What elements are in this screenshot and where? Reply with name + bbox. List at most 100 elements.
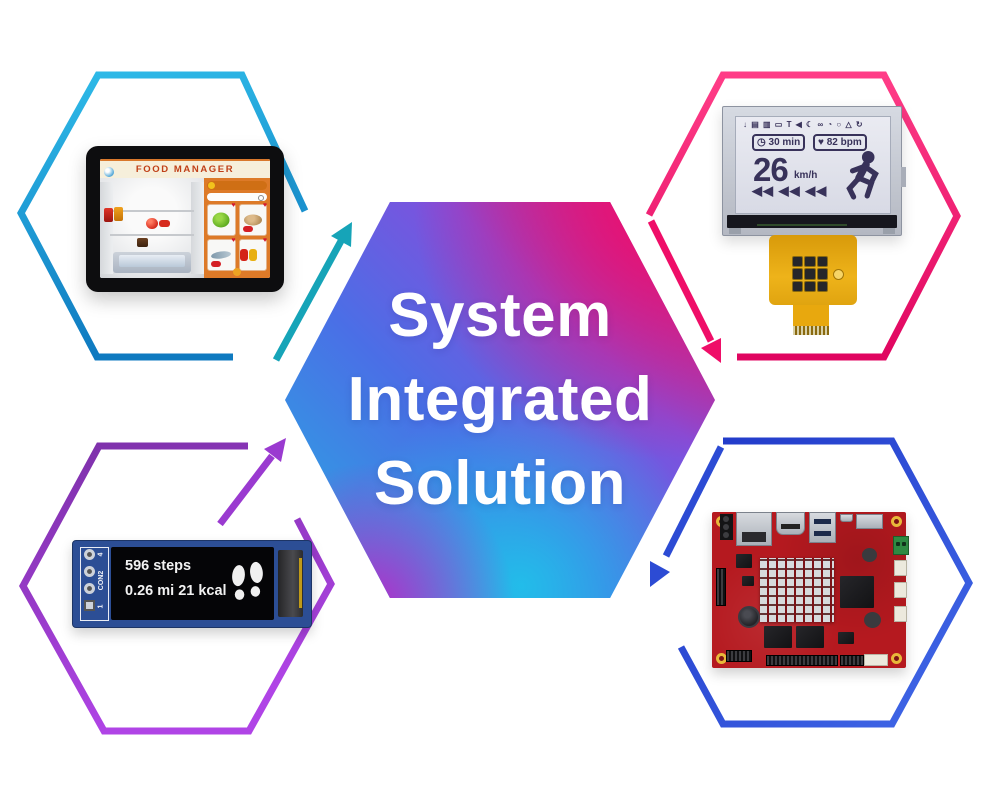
red-can — [104, 208, 113, 222]
center-title-line-1: System — [388, 281, 612, 350]
heart-icon: ♥ — [818, 137, 824, 148]
food-manager-side-panel: ♥ ♥ ♥ — [204, 178, 270, 278]
favorite-icon: ♥ — [231, 237, 236, 244]
usb-port — [809, 512, 836, 543]
gpio-header-left — [716, 568, 726, 606]
mounting-hole — [716, 653, 727, 664]
backup-battery — [738, 606, 760, 628]
bread-image — [243, 214, 262, 226]
tomato-tag — [159, 220, 170, 227]
heart-rate-value: 82 bpm — [826, 137, 862, 148]
connector-fingers — [793, 326, 829, 335]
pedometer-oled-module: 4 CON2 1 596 steps 0.26 mi 21 kcal — [72, 540, 312, 628]
fish-image — [210, 250, 232, 260]
solder-pad-pin1 — [84, 600, 95, 611]
flex-cable-tail — [793, 305, 829, 335]
ic-chip — [736, 554, 752, 568]
stopwatch-icon: ◷ — [757, 137, 766, 148]
timer-value: 30 min — [768, 137, 801, 148]
fridge-left-door-shelf — [100, 182, 113, 274]
speed-unit: km/h — [794, 170, 818, 181]
oled-driver-flex — [278, 550, 303, 617]
oled-display: 596 steps 0.26 mi 21 kcal — [111, 547, 274, 620]
wafer-connector — [894, 560, 907, 576]
connector-silkscreen — [80, 547, 109, 621]
food-manager-header: FOOD MANAGER — [100, 159, 270, 178]
freezer-drawer — [113, 252, 191, 273]
tablet-screen: FOOD MANAGER — [100, 159, 270, 278]
food-card-fish[interactable]: ♥ — [207, 237, 236, 271]
inductor — [862, 548, 877, 562]
soc-chip — [840, 576, 874, 608]
ic-chip — [838, 632, 854, 644]
rewind-icons: ◀◀ ◀◀ ◀◀ — [752, 183, 828, 198]
center-title-line-3: Solution — [374, 449, 626, 518]
food-card-bread[interactable]: ♥ — [238, 202, 267, 236]
pin-header-bottom — [840, 655, 864, 666]
search-icon — [258, 194, 264, 201]
solder-pad — [84, 583, 95, 594]
price-tag — [242, 226, 253, 232]
wafer-connector — [894, 606, 907, 622]
favorite-icon: ♥ — [262, 202, 267, 209]
center-hexagon: System Integrated Solution — [285, 202, 715, 598]
peppers-image — [239, 249, 257, 261]
power-terminal-block — [893, 536, 909, 555]
steps-readout: 596 steps — [125, 558, 192, 574]
food-card-lettuce[interactable]: ♥ — [207, 202, 236, 236]
fridge-camera-view — [100, 178, 204, 278]
arrowhead-bottomright — [650, 561, 670, 587]
food-manager-title: FOOD MANAGER — [135, 164, 235, 175]
pin-number-bottom: 1 — [97, 604, 105, 609]
arrowhead-bottomleft — [264, 438, 286, 462]
lcd-screen: ↓ ▤ ▥ ▭ T ◀ ☾ ∞ ◔ ○ △ ↻ ◷ 30 min ♥ 82 bp… — [735, 116, 891, 214]
pin-number-top: 4 — [97, 552, 105, 557]
panel-home-button[interactable] — [233, 268, 241, 276]
fpc-components — [793, 257, 827, 291]
favorite-icon: ♥ — [262, 237, 267, 244]
lcd-side-tab — [901, 167, 906, 187]
wafer-connector — [864, 654, 888, 666]
hdmi-port — [776, 512, 805, 535]
cake — [137, 238, 148, 247]
bike-computer-lcd-module: ↓ ▤ ▥ ▭ T ◀ ☾ ∞ ◔ ○ △ ↻ ◷ 30 min ♥ 82 bp… — [722, 106, 906, 335]
mounting-hole — [891, 516, 902, 527]
pin-header-bottom — [766, 655, 838, 666]
smart-shopping-button[interactable] — [207, 181, 267, 190]
timer-box: ◷ 30 min — [752, 134, 806, 151]
audio-jack-stack — [720, 514, 733, 540]
pin-header — [726, 650, 752, 662]
inductor — [864, 612, 881, 628]
orange-can — [114, 207, 123, 221]
lettuce-image — [212, 212, 230, 228]
center-title-line-2: Integrated — [347, 365, 653, 434]
tomato — [146, 218, 158, 229]
metal-tab-right — [883, 228, 895, 234]
solder-pad — [84, 549, 95, 560]
speed-value: 26 — [753, 151, 789, 188]
food-card-peppers[interactable]: ♥ — [238, 237, 267, 271]
ic-chip — [742, 576, 754, 586]
status-icon-row: ↓ ▤ ▥ ▭ T ◀ ☾ ∞ ◔ ○ △ ↻ — [743, 120, 864, 129]
price-tag — [211, 261, 221, 267]
distance-calories-readout: 0.26 mi 21 kcal — [125, 583, 227, 599]
connector-label: CON2 — [98, 570, 106, 591]
food-card-grid: ♥ ♥ ♥ — [207, 202, 267, 271]
fpc-gold-pad — [833, 269, 844, 280]
wafer-connector — [894, 582, 907, 598]
footprints-icon — [232, 561, 263, 600]
flex-cable — [769, 235, 857, 305]
arrow-bottomleft-to-center — [217, 453, 275, 527]
search-input[interactable] — [207, 193, 267, 201]
favorite-icon: ♥ — [231, 202, 236, 209]
ethernet-port — [736, 512, 772, 546]
cog-glass-ledge — [727, 215, 897, 228]
single-board-computer — [712, 512, 909, 668]
food-manager-tablet: FOOD MANAGER — [86, 146, 284, 292]
micro-usb-port — [840, 514, 853, 522]
arrowhead-topright — [701, 338, 721, 363]
solder-pad — [84, 566, 95, 577]
mounting-hole — [891, 653, 902, 664]
runner-icon — [846, 150, 879, 200]
